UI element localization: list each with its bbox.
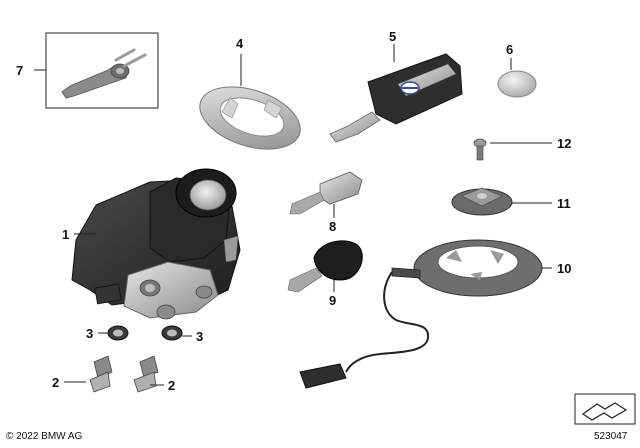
callout-11: 11	[557, 196, 571, 211]
part-3-washers	[107, 325, 183, 341]
part-4-trim-ring	[199, 86, 301, 150]
part-6-battery	[497, 70, 537, 98]
callout-2-left: 2	[52, 375, 59, 390]
part-12-screw	[473, 138, 487, 161]
callout-3-right: 3	[196, 329, 203, 344]
callout-9: 9	[329, 293, 336, 308]
callout-12: 12	[557, 136, 571, 151]
part-8-key-blank	[289, 171, 363, 215]
callout-8: 8	[329, 219, 336, 234]
part-2-bolts	[89, 355, 159, 393]
callout-2-right: 2	[168, 378, 175, 393]
callout-4: 4	[236, 36, 244, 51]
part-5-remote-key	[329, 53, 463, 143]
callout-1: 1	[62, 227, 69, 242]
callout-6: 6	[506, 42, 513, 57]
leader-lines	[34, 44, 552, 386]
diagram-reference-icon	[574, 393, 636, 425]
diagram-id: 523047	[594, 431, 628, 442]
copyright-text: © 2022 BMW AG	[6, 431, 83, 442]
callout-10: 10	[557, 261, 571, 276]
part-11-holder	[451, 187, 513, 216]
callout-5: 5	[389, 29, 396, 44]
part-9-key-fob	[287, 240, 363, 293]
callout-3-left: 3	[86, 326, 93, 341]
callout-labels: 7 4 5 6 12 11 10 8 9 1 3 3 2 2	[16, 29, 571, 393]
part-10-antenna-ring	[299, 239, 543, 389]
part-1-ignition-lock	[71, 168, 241, 320]
part-7-lever-and-pins	[45, 32, 159, 109]
callout-7: 7	[16, 63, 23, 78]
